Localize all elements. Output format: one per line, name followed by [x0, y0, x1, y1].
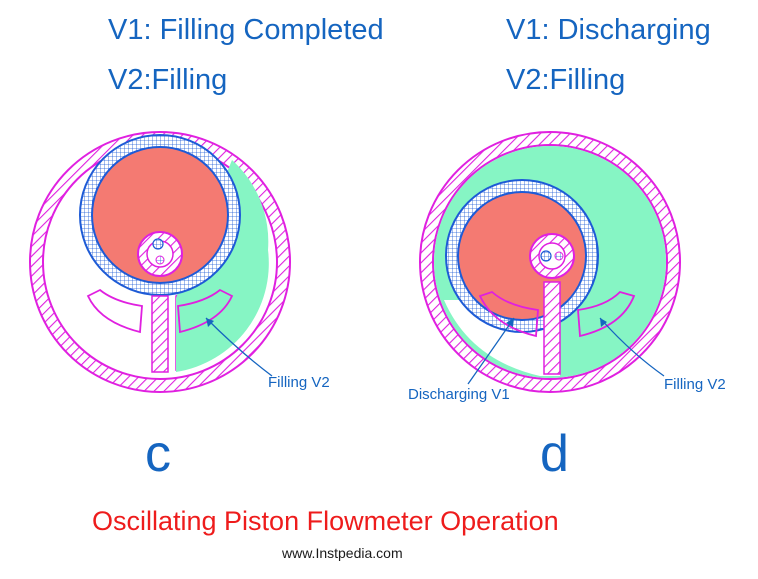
panel-d-v1-state: V1: Discharging: [506, 14, 711, 46]
callout-filling-v2-d: Filling V2: [664, 376, 726, 393]
panel-letter-c: c: [145, 425, 171, 483]
callout-leader-filling-v2: [599, 317, 665, 377]
callout-discharging-v1-d: Discharging V1: [408, 386, 510, 403]
divider-plate: [151, 295, 169, 373]
divider-plate: [543, 281, 561, 375]
port-left: [478, 290, 539, 338]
site-credit: www.Instpedia.com: [282, 545, 403, 561]
panel-c-v1-state: V1: Filling Completed: [108, 14, 384, 46]
port-right: [577, 290, 636, 338]
port-right: [177, 288, 234, 334]
callout-leader-filling-v2: [205, 317, 273, 377]
diagram-title: Oscillating Piston Flowmeter Operation: [92, 506, 559, 536]
flowmeter-panel-c: [29, 131, 291, 393]
chamber-v1: [91, 146, 229, 284]
panel-c-v2-state: V2:Filling: [108, 64, 228, 96]
callout-filling-v2-c: Filling V2: [268, 374, 330, 391]
panel-d-v2-state: V2:Filling: [506, 64, 626, 96]
panel-letter-d: d: [540, 425, 569, 483]
port-left: [86, 288, 143, 334]
flowmeter-panel-d: [419, 131, 681, 393]
